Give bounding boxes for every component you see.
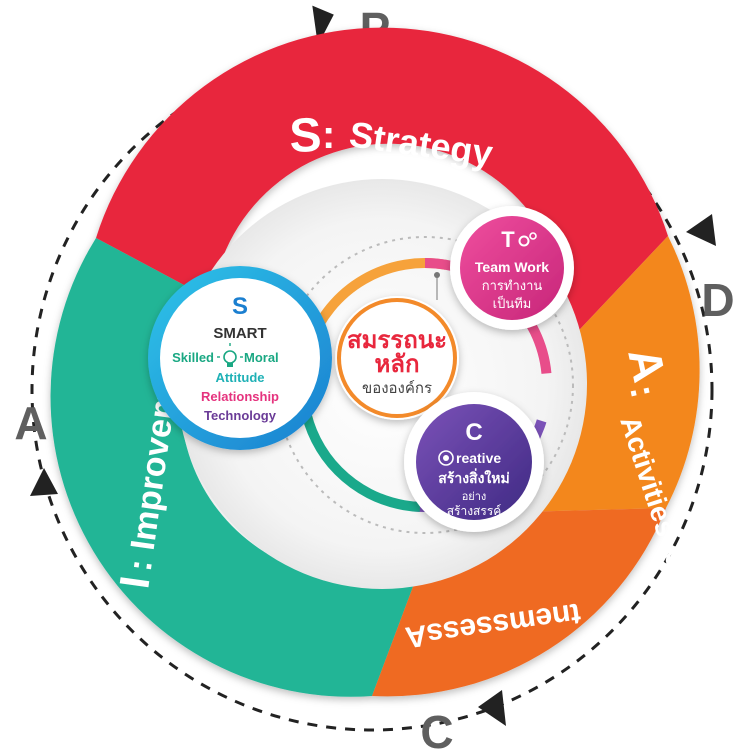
smart-attitude: Attitude (215, 370, 264, 385)
segment-strategy (96, 27, 668, 345)
smart-title: SMART (213, 325, 266, 342)
creative-line3: สร้างสรรค์ (447, 504, 502, 518)
arrow-head-a (30, 468, 58, 496)
segment-assessment (372, 508, 666, 697)
lightbulb-icon (217, 343, 243, 367)
smart-disc (160, 278, 320, 438)
core-disc (335, 296, 459, 420)
target-icon (438, 450, 454, 466)
strategy-letter: S (289, 109, 323, 163)
teamwork-line2: เป็นทีม (493, 294, 532, 311)
strategy-sep: : (322, 113, 335, 157)
creative-line2: อย่าง (462, 491, 487, 503)
creative-disc (416, 404, 532, 520)
creative-title: reative (456, 450, 501, 466)
creative-line1: สร้างสิ่งใหม่ (438, 468, 509, 486)
core-ring (337, 298, 457, 418)
arrow-head-d (686, 214, 716, 246)
inner-arc-purple (298, 258, 552, 512)
core-line2: หลัก (374, 351, 419, 378)
gears-icon (518, 232, 537, 247)
core-line3: ขององค์กร (362, 380, 432, 397)
teamwork-letter: T (501, 227, 515, 252)
teamwork-line1: การทำงาน (482, 278, 543, 293)
smart-moral: Moral (244, 350, 279, 365)
creative-letter: C (465, 419, 482, 446)
smart-relationship: Relationship (201, 389, 279, 404)
teamwork-connector-dot (434, 272, 440, 278)
smart-letter: S (232, 293, 248, 320)
inner-arc-pink (298, 258, 552, 512)
label-d: D (701, 274, 734, 326)
smart-skilled: Skilled (172, 350, 214, 365)
smart-technology: Technology (204, 408, 277, 423)
label-c: C (420, 706, 453, 753)
segment-improvement (50, 238, 420, 697)
inner-arc-teal (297, 258, 552, 512)
teamwork-title: Team Work (475, 259, 549, 275)
arrow-head-c (478, 690, 506, 726)
label-a: A (14, 397, 47, 449)
teamwork-disc (460, 216, 564, 320)
core-line1: สมรรถนะ (347, 327, 447, 354)
